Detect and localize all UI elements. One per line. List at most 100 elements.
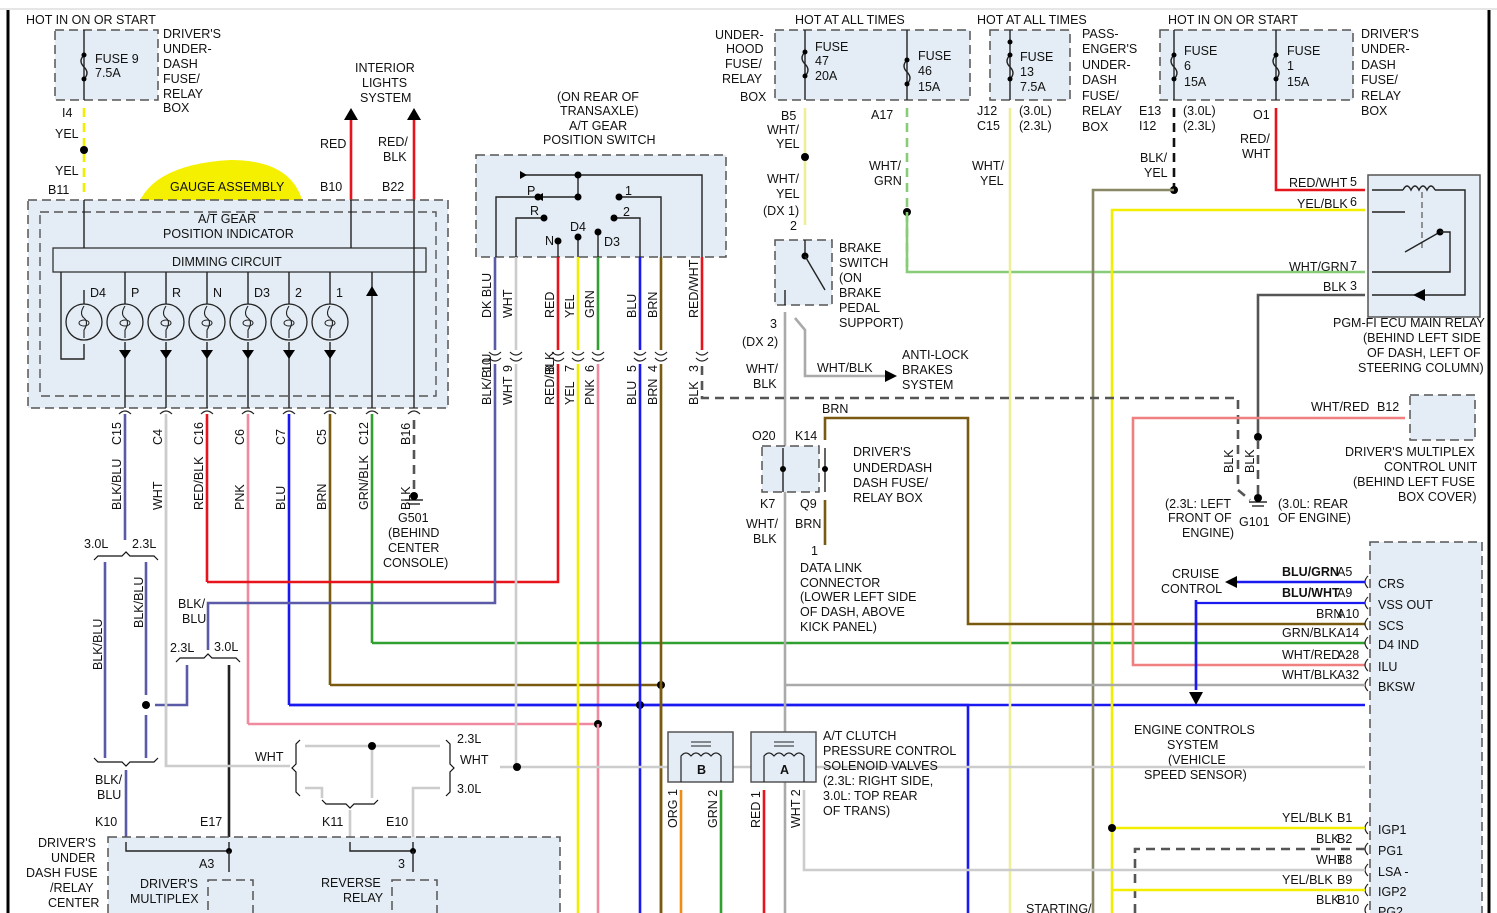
svg-text:WHT/: WHT/: [767, 123, 799, 137]
wire-label: YEL/BLK: [1282, 811, 1333, 825]
wire-blk-relay3: [1256, 293, 1365, 435]
svg-text:A/T CLUTCH: A/T CLUTCH: [823, 729, 896, 743]
svg-text:CONNECTOR: CONNECTOR: [800, 576, 880, 590]
svg-text:RED/: RED/: [378, 135, 408, 149]
pgm-fi-main-relay: PGM-FI ECU MAIN RELAY (BEHIND LEFT SIDE …: [1256, 174, 1486, 435]
connector-icon: [1364, 883, 1369, 897]
svg-text:(2.3L): (2.3L): [1019, 119, 1052, 133]
pin-name: IGP2: [1378, 885, 1407, 899]
svg-text:CONTROL: CONTROL: [1161, 582, 1222, 596]
svg-text:WHT 2: WHT 2: [789, 789, 803, 828]
svg-text:DASH: DASH: [163, 57, 198, 71]
pin-label: C6: [233, 429, 247, 445]
svg-text:(VEHICLE: (VEHICLE: [1168, 753, 1226, 767]
svg-text:E13: E13: [1139, 104, 1161, 118]
svg-text:C15: C15: [977, 119, 1000, 133]
connector-icon: [365, 410, 379, 415]
svg-text:BLK: BLK: [753, 377, 777, 391]
solenoid-a: [750, 731, 817, 783]
svg-text:(BEHIND LEFT FUSE: (BEHIND LEFT FUSE: [1353, 475, 1475, 489]
svg-text:KICK PANEL): KICK PANEL): [800, 620, 877, 634]
bulb-label: 1: [336, 286, 343, 300]
indicator-bulb-d3: D3: [229, 272, 270, 408]
svg-text:BLK/: BLK/: [1140, 151, 1168, 165]
pin-label: C4: [151, 429, 165, 445]
svg-text:WHT/: WHT/: [972, 159, 1004, 173]
svg-text:WHT/: WHT/: [869, 159, 901, 173]
svg-text:BRAKE: BRAKE: [839, 286, 881, 300]
bulb-label: D4: [90, 286, 106, 300]
connector-icon: [241, 410, 255, 415]
svg-text:7.5A: 7.5A: [95, 66, 121, 80]
indicator-bulb-d4: D4: [65, 286, 106, 341]
wire-label: RED: [543, 292, 557, 318]
svg-text:FUSE: FUSE: [1020, 50, 1053, 64]
svg-text:(ON REAR OF: (ON REAR OF: [557, 90, 639, 104]
svg-text:GRN: GRN: [874, 174, 902, 188]
connector-icon: [200, 410, 214, 415]
svg-text:15A: 15A: [918, 80, 941, 94]
pin-label: B1: [1337, 811, 1352, 825]
pin-label: C12: [357, 422, 371, 445]
svg-text:SUPPORT): SUPPORT): [839, 316, 903, 330]
svg-text:ORG 1: ORG 1: [666, 789, 680, 828]
connector-icon: [1364, 678, 1369, 692]
svg-text:(BEHIND: (BEHIND: [388, 526, 439, 540]
connector-icon: [488, 351, 502, 362]
wire-wht-lsa: [802, 790, 1365, 872]
indicator-bulb-2: 2: [270, 272, 308, 408]
svg-text:K11: K11: [322, 815, 343, 829]
svg-text:RELAY: RELAY: [1082, 104, 1123, 118]
svg-text:RELAY: RELAY: [343, 891, 384, 905]
bulb-icon: [147, 303, 185, 341]
svg-text:YEL: YEL: [55, 164, 79, 178]
svg-text:A/T GEAR: A/T GEAR: [569, 119, 627, 133]
svg-text:SOLENOID VALVES: SOLENOID VALVES: [823, 759, 938, 773]
underhood-fuse-block: HOT AT ALL TIMES UNDER- HOOD FUSE/ RELAY…: [715, 13, 1365, 274]
wire-label: BLU: [274, 486, 288, 510]
svg-text:B5: B5: [781, 109, 796, 123]
wire-label: WHT: [151, 481, 165, 510]
pin-label: A10: [1337, 607, 1359, 621]
indicator-bulb-p: P: [106, 272, 144, 408]
svg-text:YEL: YEL: [776, 137, 800, 151]
pin-label: 9: [501, 365, 515, 372]
svg-text:BRAKES: BRAKES: [902, 363, 953, 377]
svg-text:(DX 1): (DX 1): [763, 204, 799, 218]
svg-text:E10: E10: [386, 815, 408, 829]
svg-text:HOT AT ALL TIMES: HOT AT ALL TIMES: [977, 13, 1087, 27]
svg-text:PEDAL: PEDAL: [839, 301, 880, 315]
svg-text:RED/: RED/: [1240, 132, 1270, 146]
connector-icon: [1364, 596, 1369, 610]
pin-label: 3: [687, 365, 701, 372]
svg-text:B12: B12: [1377, 400, 1399, 414]
svg-text:BLK: BLK: [753, 532, 777, 546]
svg-text:YEL: YEL: [55, 127, 79, 141]
svg-text:GRN 2: GRN 2: [706, 790, 720, 828]
svg-text:3.0L: 3.0L: [457, 782, 481, 796]
wire-whtgrn-relay: [905, 212, 1365, 274]
svg-text:RELAY: RELAY: [163, 87, 204, 101]
svg-text:(ON: (ON: [839, 271, 862, 285]
svg-text:(3.0L): (3.0L): [1019, 104, 1052, 118]
svg-text:I4: I4: [62, 106, 72, 120]
svg-text:UNDER: UNDER: [51, 851, 95, 865]
svg-text:2.3L: 2.3L: [170, 641, 194, 655]
pin-label: A14: [1337, 626, 1359, 640]
svg-text:BLK: BLK: [1323, 280, 1347, 294]
pin-label: A5: [1337, 565, 1352, 579]
wht-splice: WHT K11 E10 2.3L WHT 3.0L: [164, 420, 1365, 840]
svg-text:OF DASH, LEFT OF: OF DASH, LEFT OF: [1367, 346, 1481, 360]
svg-text:UNDERDASH: UNDERDASH: [853, 461, 932, 475]
wire-label: RED/BLK: [192, 456, 206, 510]
underdash-fuse-box-2: BRN O20 K14 K7 Q9 DRIVER'S UNDERDASH DAS…: [746, 402, 1365, 634]
svg-text:WHT/: WHT/: [746, 517, 778, 531]
wire-label: WHT: [1316, 853, 1345, 867]
wire-label: GRN: [583, 290, 597, 318]
svg-text:BLK/: BLK/: [95, 773, 123, 787]
svg-text:6: 6: [1184, 59, 1191, 73]
